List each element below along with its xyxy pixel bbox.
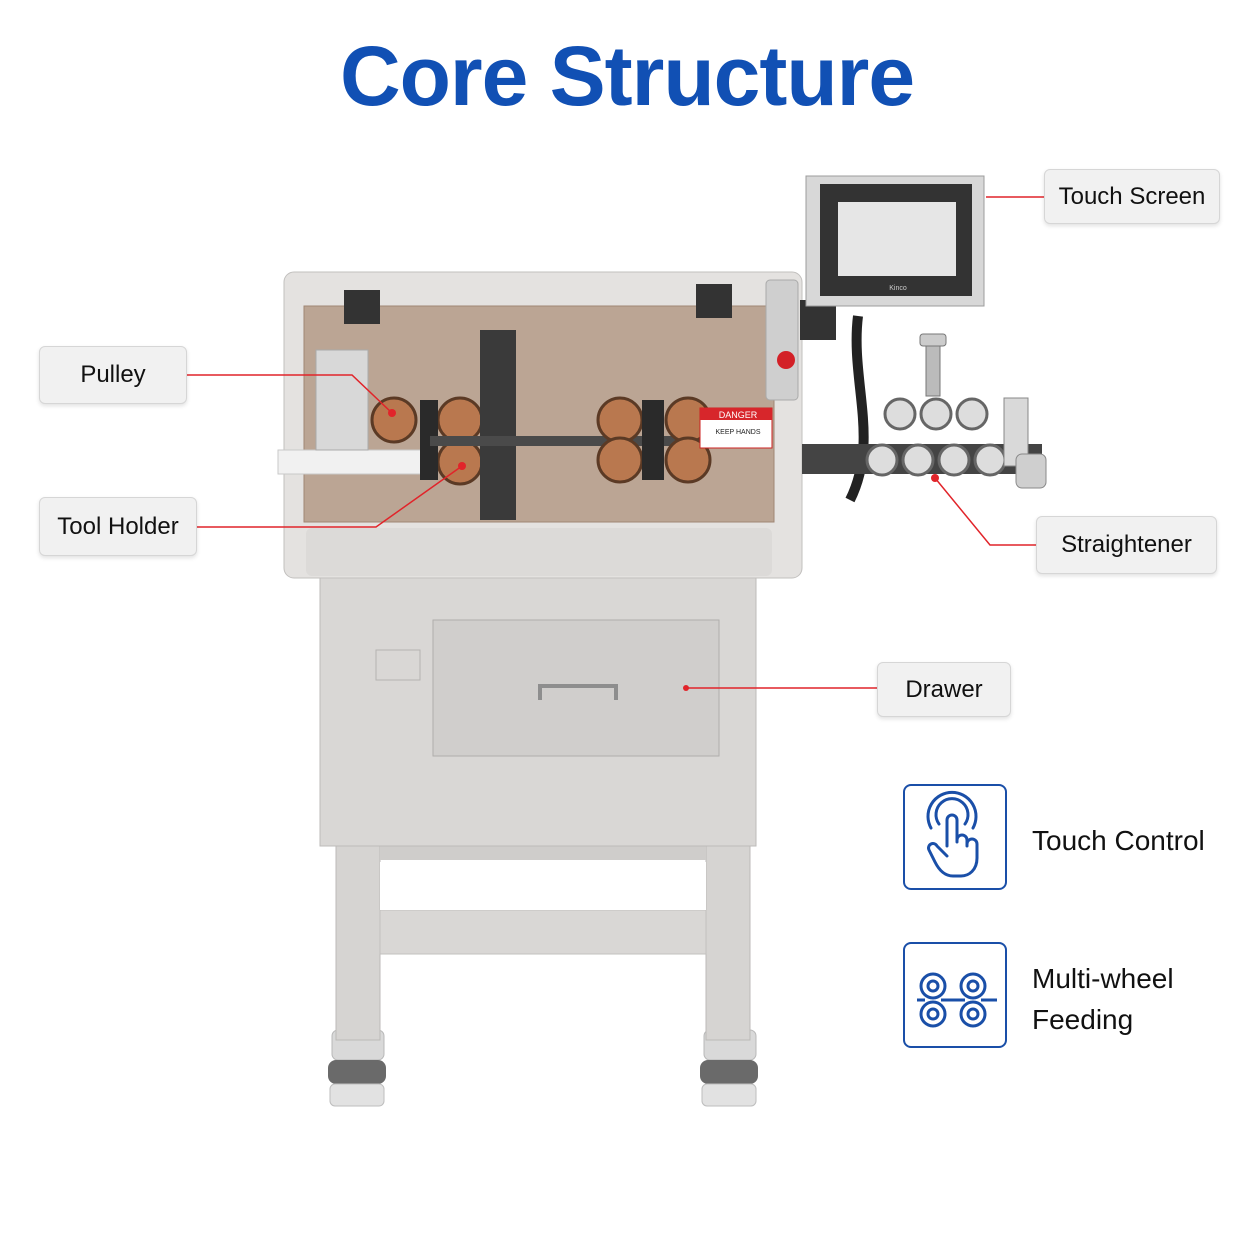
tool-holder-line [197, 465, 463, 528]
callout-tool-holder-label: Tool Holder [57, 512, 179, 540]
straightener-line [934, 477, 1036, 546]
page-title: Core Structure [339, 29, 915, 123]
feature-touch-control-label: Touch Control [1032, 825, 1205, 856]
feature-multi-wheel-label-line2: Feeding [1032, 1004, 1134, 1035]
callout-straightener-label: Straightener [1061, 531, 1192, 558]
feed-rollers-left [370, 396, 484, 486]
warning-text: KEEP HANDS [716, 429, 761, 436]
pulley-line [187, 374, 393, 414]
callout-tool-holder: Tool Holder [39, 497, 197, 556]
touch-finger-icon [926, 790, 979, 878]
callout-straightener: Straightener [1036, 516, 1217, 574]
callout-pulley: Pulley [39, 346, 187, 404]
warning-label: DANGER [719, 410, 758, 420]
multi-wheel-icon [917, 972, 997, 1028]
feature-multi-wheel-label-line1: Multi-wheel [1032, 963, 1174, 994]
callout-drawer: Drawer [877, 662, 1011, 717]
feed-rollers-right [596, 396, 712, 484]
callout-pulley-label: Pulley [80, 361, 146, 388]
feature-touch-control [903, 784, 1007, 890]
callout-drawer-label: Drawer [905, 675, 983, 703]
callout-touch-screen-label: Touch Screen [1058, 182, 1206, 210]
screen-brand: Kinco [889, 285, 907, 292]
feature-multi-wheel [903, 942, 1007, 1048]
callout-touch-screen: Touch Screen [1044, 169, 1220, 224]
straightener-rollers [865, 333, 1047, 489]
feature-multi-wheel-label: Multi-wheel Feeding [1032, 958, 1174, 1040]
